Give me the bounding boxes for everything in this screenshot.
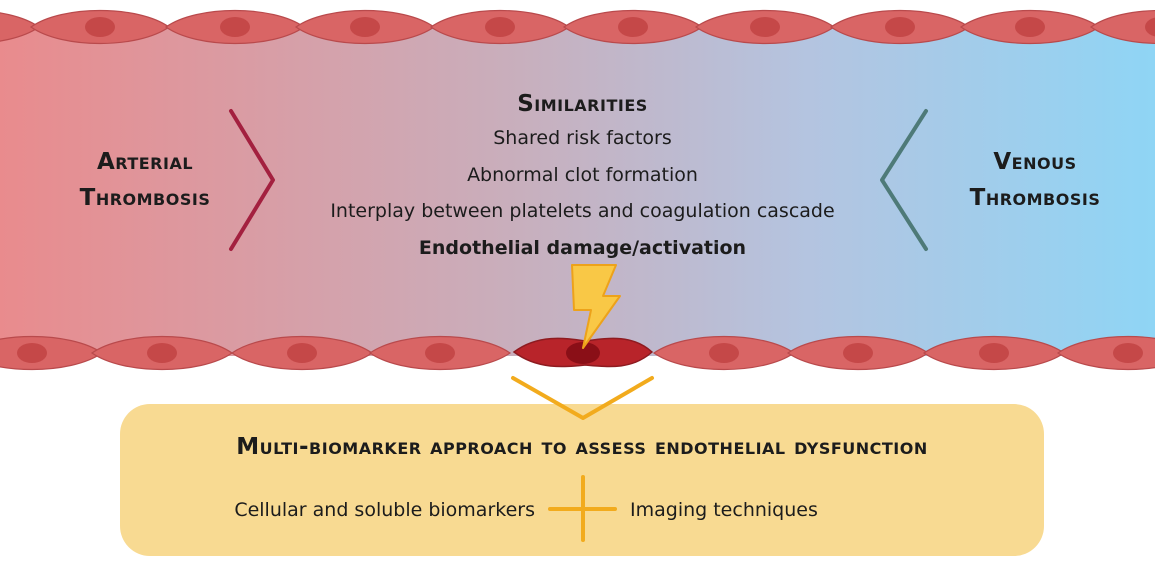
plus-icon <box>548 475 617 542</box>
endothelial-cell-top-6 <box>562 9 704 45</box>
imaging-techniques-label: Imaging techniques <box>630 499 818 521</box>
damaged-endothelial-cell <box>512 337 654 368</box>
endothelial-cell-bottom-1 <box>0 335 104 371</box>
endothelial-cell-bottom-8 <box>1056 335 1155 371</box>
approach-title: Multi-biomarker approach to assess endot… <box>236 434 928 460</box>
similarities-heading: Similarities <box>517 91 648 117</box>
endothelial-cell-top-5 <box>429 9 571 45</box>
similarities-block: Similarities Shared risk factors Abnorma… <box>290 88 875 266</box>
venous-thrombosis-label: Venous Thrombosis <box>930 144 1140 216</box>
arterial-label-line1: Arterial <box>96 149 194 175</box>
similarity-item-platelets-coagulation: Interplay between platelets and coagulat… <box>330 200 835 222</box>
endothelial-cell-top-9 <box>959 9 1101 45</box>
endothelial-cell-top-3 <box>164 9 306 45</box>
cell-nucleus <box>885 17 915 37</box>
chevron-right-icon <box>229 109 275 251</box>
venous-label-line1: Venous <box>993 149 1077 175</box>
endothelial-cell-bottom-3 <box>230 335 374 371</box>
cell-nucleus <box>618 17 648 37</box>
cell-nucleus <box>1145 17 1155 37</box>
endothelium-top-wall <box>0 9 1155 45</box>
cellular-soluble-biomarkers-label: Cellular and soluble biomarkers <box>234 499 535 521</box>
cell-nucleus <box>750 17 780 37</box>
endothelial-cell-top-7 <box>694 9 836 45</box>
endothelium-bottom-wall <box>0 335 1155 371</box>
endothelial-cell-bottom-2 <box>90 335 234 371</box>
cell-nucleus <box>147 343 177 363</box>
cell-nucleus <box>220 17 250 37</box>
damaged-cell-nucleus <box>566 342 600 364</box>
arterial-label-line2: Thrombosis <box>79 185 211 211</box>
cell-body <box>1089 9 1155 45</box>
similarity-item-risk-factors: Shared risk factors <box>493 127 672 149</box>
cell-nucleus <box>1113 343 1143 363</box>
endothelial-cell-top-10 <box>1089 9 1155 45</box>
chevron-down-icon <box>511 376 654 420</box>
cell-nucleus <box>843 343 873 363</box>
cell-nucleus <box>1015 17 1045 37</box>
cell-nucleus <box>979 343 1009 363</box>
cell-nucleus <box>17 343 47 363</box>
endothelial-cell-bottom-7 <box>922 335 1066 371</box>
cell-nucleus <box>485 17 515 37</box>
similarity-item-endothelial-damage: Endothelial damage/activation <box>418 236 747 259</box>
endothelial-cell-bottom-4 <box>368 335 512 371</box>
chevron-left-icon <box>880 109 928 251</box>
venous-label-line2: Thrombosis <box>969 185 1101 211</box>
cell-nucleus <box>287 343 317 363</box>
arterial-thrombosis-label: Arterial Thrombosis <box>40 144 250 216</box>
lightning-bolt-icon <box>571 264 621 349</box>
cell-nucleus <box>85 17 115 37</box>
cell-nucleus <box>709 343 739 363</box>
cell-nucleus <box>425 343 455 363</box>
similarity-item-clot-formation: Abnormal clot formation <box>467 163 698 186</box>
endothelial-cell-top-4 <box>294 9 436 45</box>
cell-nucleus <box>350 17 380 37</box>
